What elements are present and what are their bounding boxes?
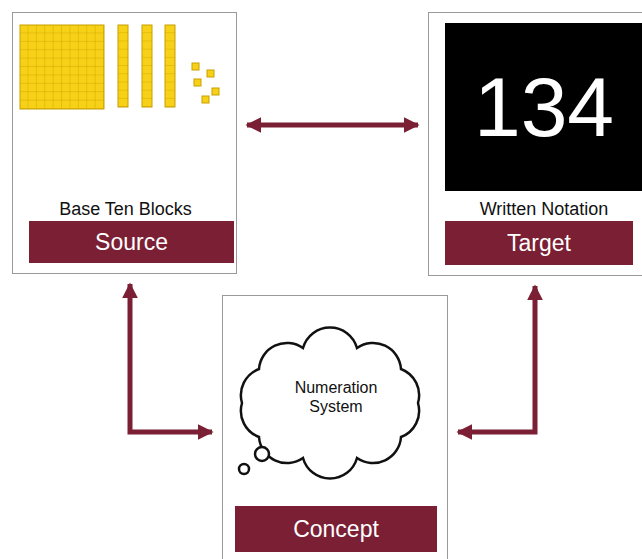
cloud-text: Numeration System: [281, 378, 391, 416]
band-label: Concept: [235, 506, 437, 552]
hundreds-flat-grid: [20, 25, 104, 109]
written-numeral: 134: [445, 23, 642, 191]
thought-cloud: [239, 327, 419, 478]
double-arrow: [458, 286, 535, 432]
unit-cubes: [192, 63, 219, 103]
tens-rods: [118, 25, 175, 107]
node-caption: Written Notation: [439, 197, 642, 221]
base-ten-blocks: [20, 25, 219, 109]
thought-bubble: [239, 464, 249, 474]
concept-box: Base Ten BlocksSource: [12, 12, 237, 274]
concept-box: Numeration SystemConcept: [222, 295, 448, 559]
node-caption: Base Ten Blocks: [17, 197, 234, 221]
concept-box: 134Written NotationTarget: [428, 12, 642, 276]
cloud-outline: [241, 327, 419, 478]
band-label: Source: [29, 221, 234, 263]
thought-bubble: [255, 447, 269, 461]
band-label: Target: [445, 221, 633, 265]
hundreds-flat: [20, 25, 104, 109]
double-arrow: [130, 284, 212, 432]
double-arrow: [247, 123, 418, 128]
